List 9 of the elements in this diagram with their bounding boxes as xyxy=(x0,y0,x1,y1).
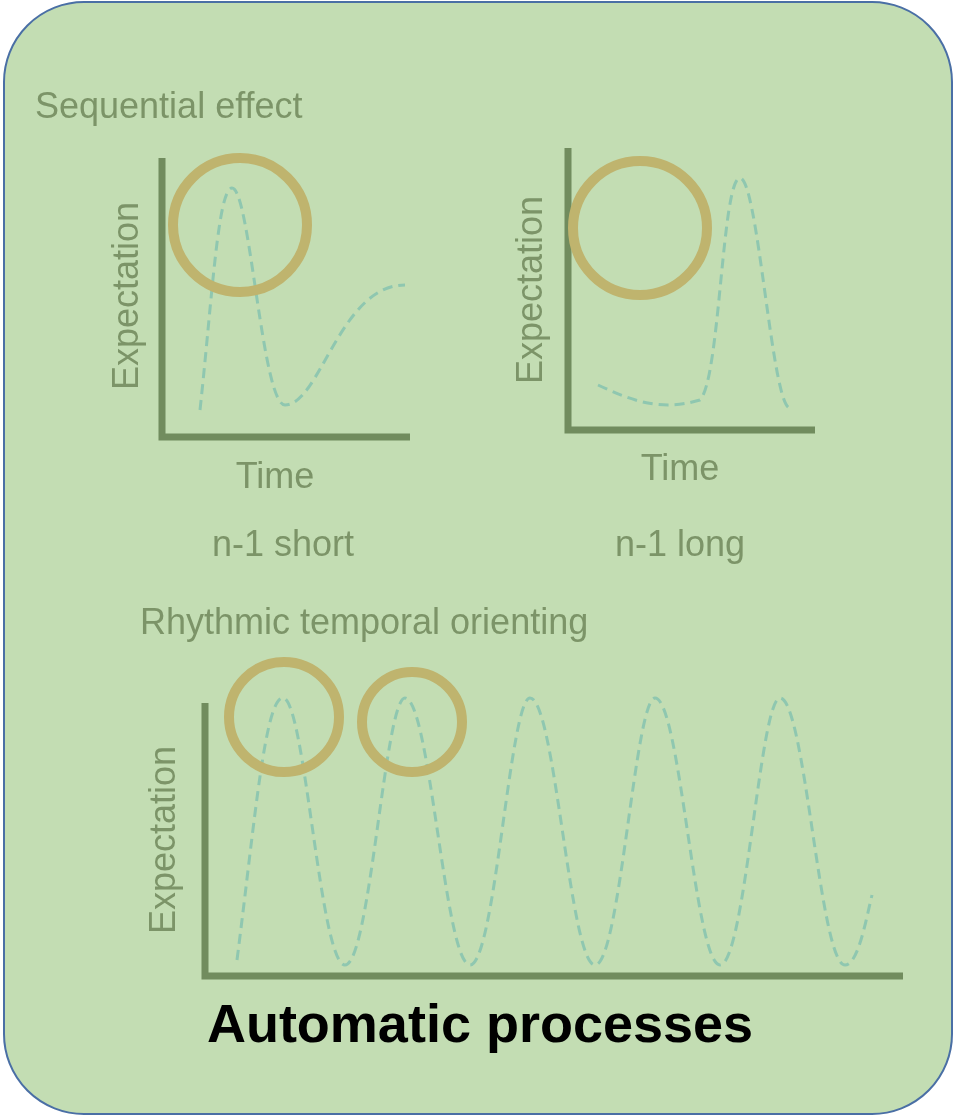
chart-caption: n-1 long xyxy=(614,526,746,562)
axis-label: Time xyxy=(640,450,720,486)
axis-label: Time xyxy=(235,458,315,494)
axis-label: Expectation xyxy=(512,195,548,385)
section-heading: Sequential effect xyxy=(35,88,303,124)
section-heading: Rhythmic temporal orienting xyxy=(140,604,589,640)
axis-label: Expectation xyxy=(108,201,144,391)
axis-label: Expectation xyxy=(145,745,181,935)
chart-caption: n-1 short xyxy=(211,526,355,562)
